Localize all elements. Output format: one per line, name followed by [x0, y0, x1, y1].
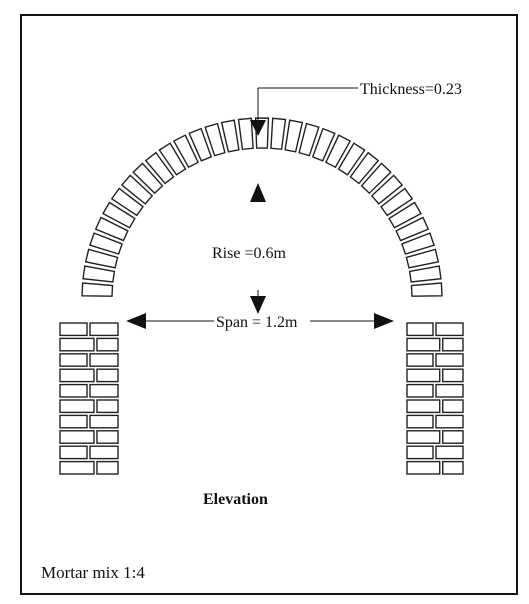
left-pier	[59, 322, 119, 475]
pier-brick	[442, 430, 464, 444]
pier-brick	[89, 445, 119, 460]
arch-brick	[298, 122, 320, 157]
pier-brick	[406, 368, 441, 383]
span-arrow-left	[126, 313, 146, 329]
arch-brick	[94, 216, 129, 242]
arch-brick	[370, 174, 404, 205]
pier-brick	[96, 368, 119, 383]
arch-brick	[102, 201, 136, 229]
pier-brick	[406, 399, 441, 414]
pier-brick	[406, 322, 434, 337]
thickness-label: Thickness=0.23	[360, 81, 462, 98]
pier-brick	[96, 399, 119, 414]
arch-brick	[132, 162, 164, 195]
arch-brick	[144, 151, 175, 185]
pier-brick	[89, 322, 119, 337]
arch-brick	[395, 216, 430, 242]
arch-ring	[81, 117, 443, 297]
pier-brick	[406, 383, 434, 398]
pier-brick	[59, 383, 88, 398]
pier-brick	[435, 383, 464, 398]
pier-brick	[435, 353, 464, 367]
pier-brick	[442, 368, 464, 383]
pier-brick	[435, 445, 464, 460]
pier-brick	[406, 337, 441, 352]
pier-brick	[435, 322, 464, 337]
pier-brick	[406, 460, 441, 475]
arch-brick	[337, 142, 366, 176]
pier-brick	[59, 460, 95, 475]
pier-brick	[442, 337, 464, 352]
span-arrow-right	[374, 313, 394, 329]
pier-brick	[89, 383, 119, 398]
mortar-note: Mortar mix 1:4	[41, 563, 145, 582]
arch-brick	[89, 232, 123, 255]
frame-border	[20, 14, 518, 595]
arch-brick	[360, 162, 392, 195]
arch-brick	[380, 187, 414, 217]
pier-brick	[435, 414, 464, 429]
pier-brick	[89, 353, 119, 367]
arch-brick	[311, 127, 336, 162]
span-label: Span = 1.2m	[216, 314, 298, 331]
pier-brick	[406, 353, 434, 367]
arch-brick	[158, 142, 187, 176]
pier-brick	[96, 460, 119, 475]
arch-brick	[410, 282, 443, 297]
pier-brick	[59, 445, 88, 460]
arch-brick	[81, 282, 114, 297]
arch-brick	[220, 119, 240, 153]
arch-brick	[401, 232, 435, 255]
pier-brick	[59, 430, 95, 444]
pier-brick	[442, 399, 464, 414]
pier-brick	[59, 322, 88, 337]
arch-brick	[408, 265, 442, 283]
arch-brick	[84, 248, 119, 269]
thickness-arrow-down	[250, 120, 266, 136]
pier-brick	[59, 368, 95, 383]
rise-arrow-up	[250, 183, 266, 202]
arch-brick	[388, 201, 422, 229]
pier-brick	[406, 430, 441, 444]
arch-brick	[110, 187, 144, 217]
pier-brick	[89, 414, 119, 429]
pier-brick	[442, 460, 464, 475]
pier-brick	[59, 414, 88, 429]
arch-brick	[325, 134, 352, 169]
arch-brick	[120, 174, 154, 205]
pier-brick	[59, 353, 88, 367]
arch-brick	[172, 134, 199, 169]
arch-brick	[188, 127, 213, 162]
pier-brick	[406, 414, 434, 429]
pier-brick	[59, 337, 95, 352]
arch-brick	[82, 265, 116, 283]
rise-label: Rise =0.6m	[212, 245, 286, 262]
rise-arrow-down	[250, 296, 266, 314]
elevation-caption: Elevation	[203, 491, 268, 508]
arch-brick	[349, 151, 380, 185]
arch-brick	[270, 117, 287, 151]
pier-brick	[96, 430, 119, 444]
right-pier	[406, 322, 464, 475]
arch-brick	[204, 122, 226, 157]
arch-brick	[284, 119, 304, 153]
pier-brick	[96, 337, 119, 352]
pier-brick	[406, 445, 434, 460]
arch-brick	[237, 117, 254, 151]
pier-brick	[59, 399, 95, 414]
arch-brick	[405, 248, 440, 269]
